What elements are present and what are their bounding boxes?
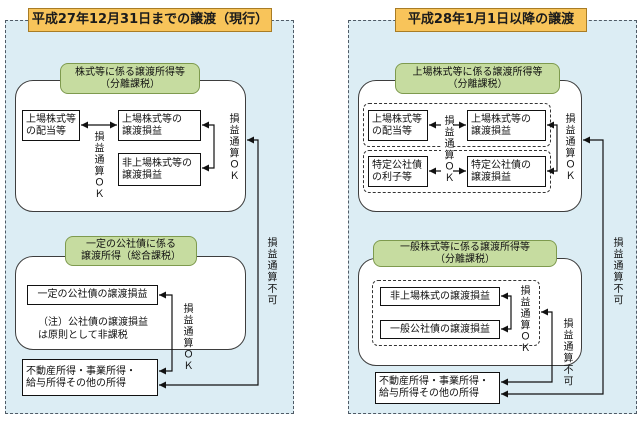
label-line: 譲渡所得（総合課税） [81,251,181,262]
box-specified-bond-interest: 特定公社債 の利子等 [368,156,428,187]
box-text-line: 特定公社債の [471,159,531,171]
label-line: （分離課税） [447,78,508,90]
box-text-line: 給与所得その他の所得 [26,377,126,389]
offset-not-allowed-label: 損益通算不可 [611,237,622,306]
before-bond-group-label: 一定の公社債に係る 譲渡所得（総合課税） [65,236,197,266]
after-general-group-label: 一般株式等に係る譲渡所得等 （分離課税） [373,240,557,267]
box-listed-gains: 上場株式等の 譲渡損益 [467,110,546,141]
note-line: （注）公社債の譲渡損益 [38,317,148,328]
after-listed-group-label: 上場株式等に係る譲渡所得等 （分離課税） [395,63,560,94]
box-text-line: 非上場株式の譲渡損益 [390,290,490,302]
box-text-line: 上場株式等の [471,113,531,125]
box-text-line: 不動産所得・事業所得・ [379,376,489,387]
box-text-line: の配当等 [26,125,66,137]
box-unlisted-stock-gains: 非上場株式の譲渡損益 [380,287,500,306]
note-line: は原則として非課税 [38,330,128,341]
box-text-line: 非上場株式等の [122,157,192,169]
box-specified-bond-gains: 特定公社債の 譲渡損益 [467,156,546,187]
box-other-income: 不動産所得・事業所得・ 給与所得その他の所得 [22,359,158,396]
offset-not-allowed-label: 損益通算不可 [265,237,276,306]
box-bond-gains: 一定の公社債の譲渡損益 [27,285,158,305]
box-listed-dividends: 上場株式等 の配当等 [368,110,428,141]
label-line: 株式等に係る譲渡所得等 [75,66,185,78]
box-text-line: の利子等 [372,171,412,183]
box-text-line: 一定の公社債の譲渡損益 [37,289,148,300]
box-text-line: 一般公社債の譲渡損益 [390,323,490,335]
label-line: （分離課税） [435,253,495,265]
box-text-line: 上場株式等 [26,113,76,125]
label-line: 一定の公社債に係る [86,239,176,250]
offset-ok-label: 損益通算ＯＫ [92,131,103,200]
offset-ok-label: 損益通算ＯＫ [181,303,192,372]
box-text-line: 上場株式等 [372,113,422,125]
offset-ok-label: 損益通算ＯＫ [563,113,574,182]
label-line: （分離課税） [100,78,160,90]
panel-after-title: 平成28年1月1日以降の譲渡 [395,8,587,32]
label-line: 上場株式等に係る譲渡所得等 [412,66,543,78]
box-text-line: の配当等 [372,125,412,137]
box-listed-dividends: 上場株式等 の配当等 [22,110,80,141]
offset-ok-label: 損益通算ＯＫ [227,113,238,182]
box-other-income: 不動産所得・事業所得・ 給与所得その他の所得 [375,372,500,404]
label-line: 一般株式等に係る譲渡所得等 [400,241,530,253]
offset-not-allowed-label: 損益通算不可 [561,318,572,387]
box-listed-gains: 上場株式等の 譲渡損益 [118,110,201,141]
box-text-line: 上場株式等の [122,113,182,125]
box-text-line: 特定公社債 [372,159,422,171]
box-general-bond-gains: 一般公社債の譲渡損益 [380,320,500,339]
box-text-line: 不動産所得・事業所得・ [26,365,136,377]
panel-before-title: 平成27年12月31日までの譲渡（現行） [28,8,272,32]
before-listed-group-label: 株式等に係る譲渡所得等 （分離課税） [60,63,200,94]
box-text-line: 給与所得その他の所得 [379,388,479,399]
box-text-line: 譲渡損益 [122,169,162,181]
box-text-line: 譲渡損益 [471,125,511,137]
offset-ok-label: 損益通算ＯＫ [441,114,453,185]
box-unlisted-gains: 非上場株式等の 譲渡損益 [118,153,201,186]
box-text-line: 譲渡損益 [471,171,511,183]
before-listed-group [15,80,246,212]
box-text-line: 譲渡損益 [122,125,162,137]
offset-ok-label: 損益通算ＯＫ [518,285,529,354]
bond-note: （注）公社債の譲渡損益 は原則として非課税 [38,316,148,342]
